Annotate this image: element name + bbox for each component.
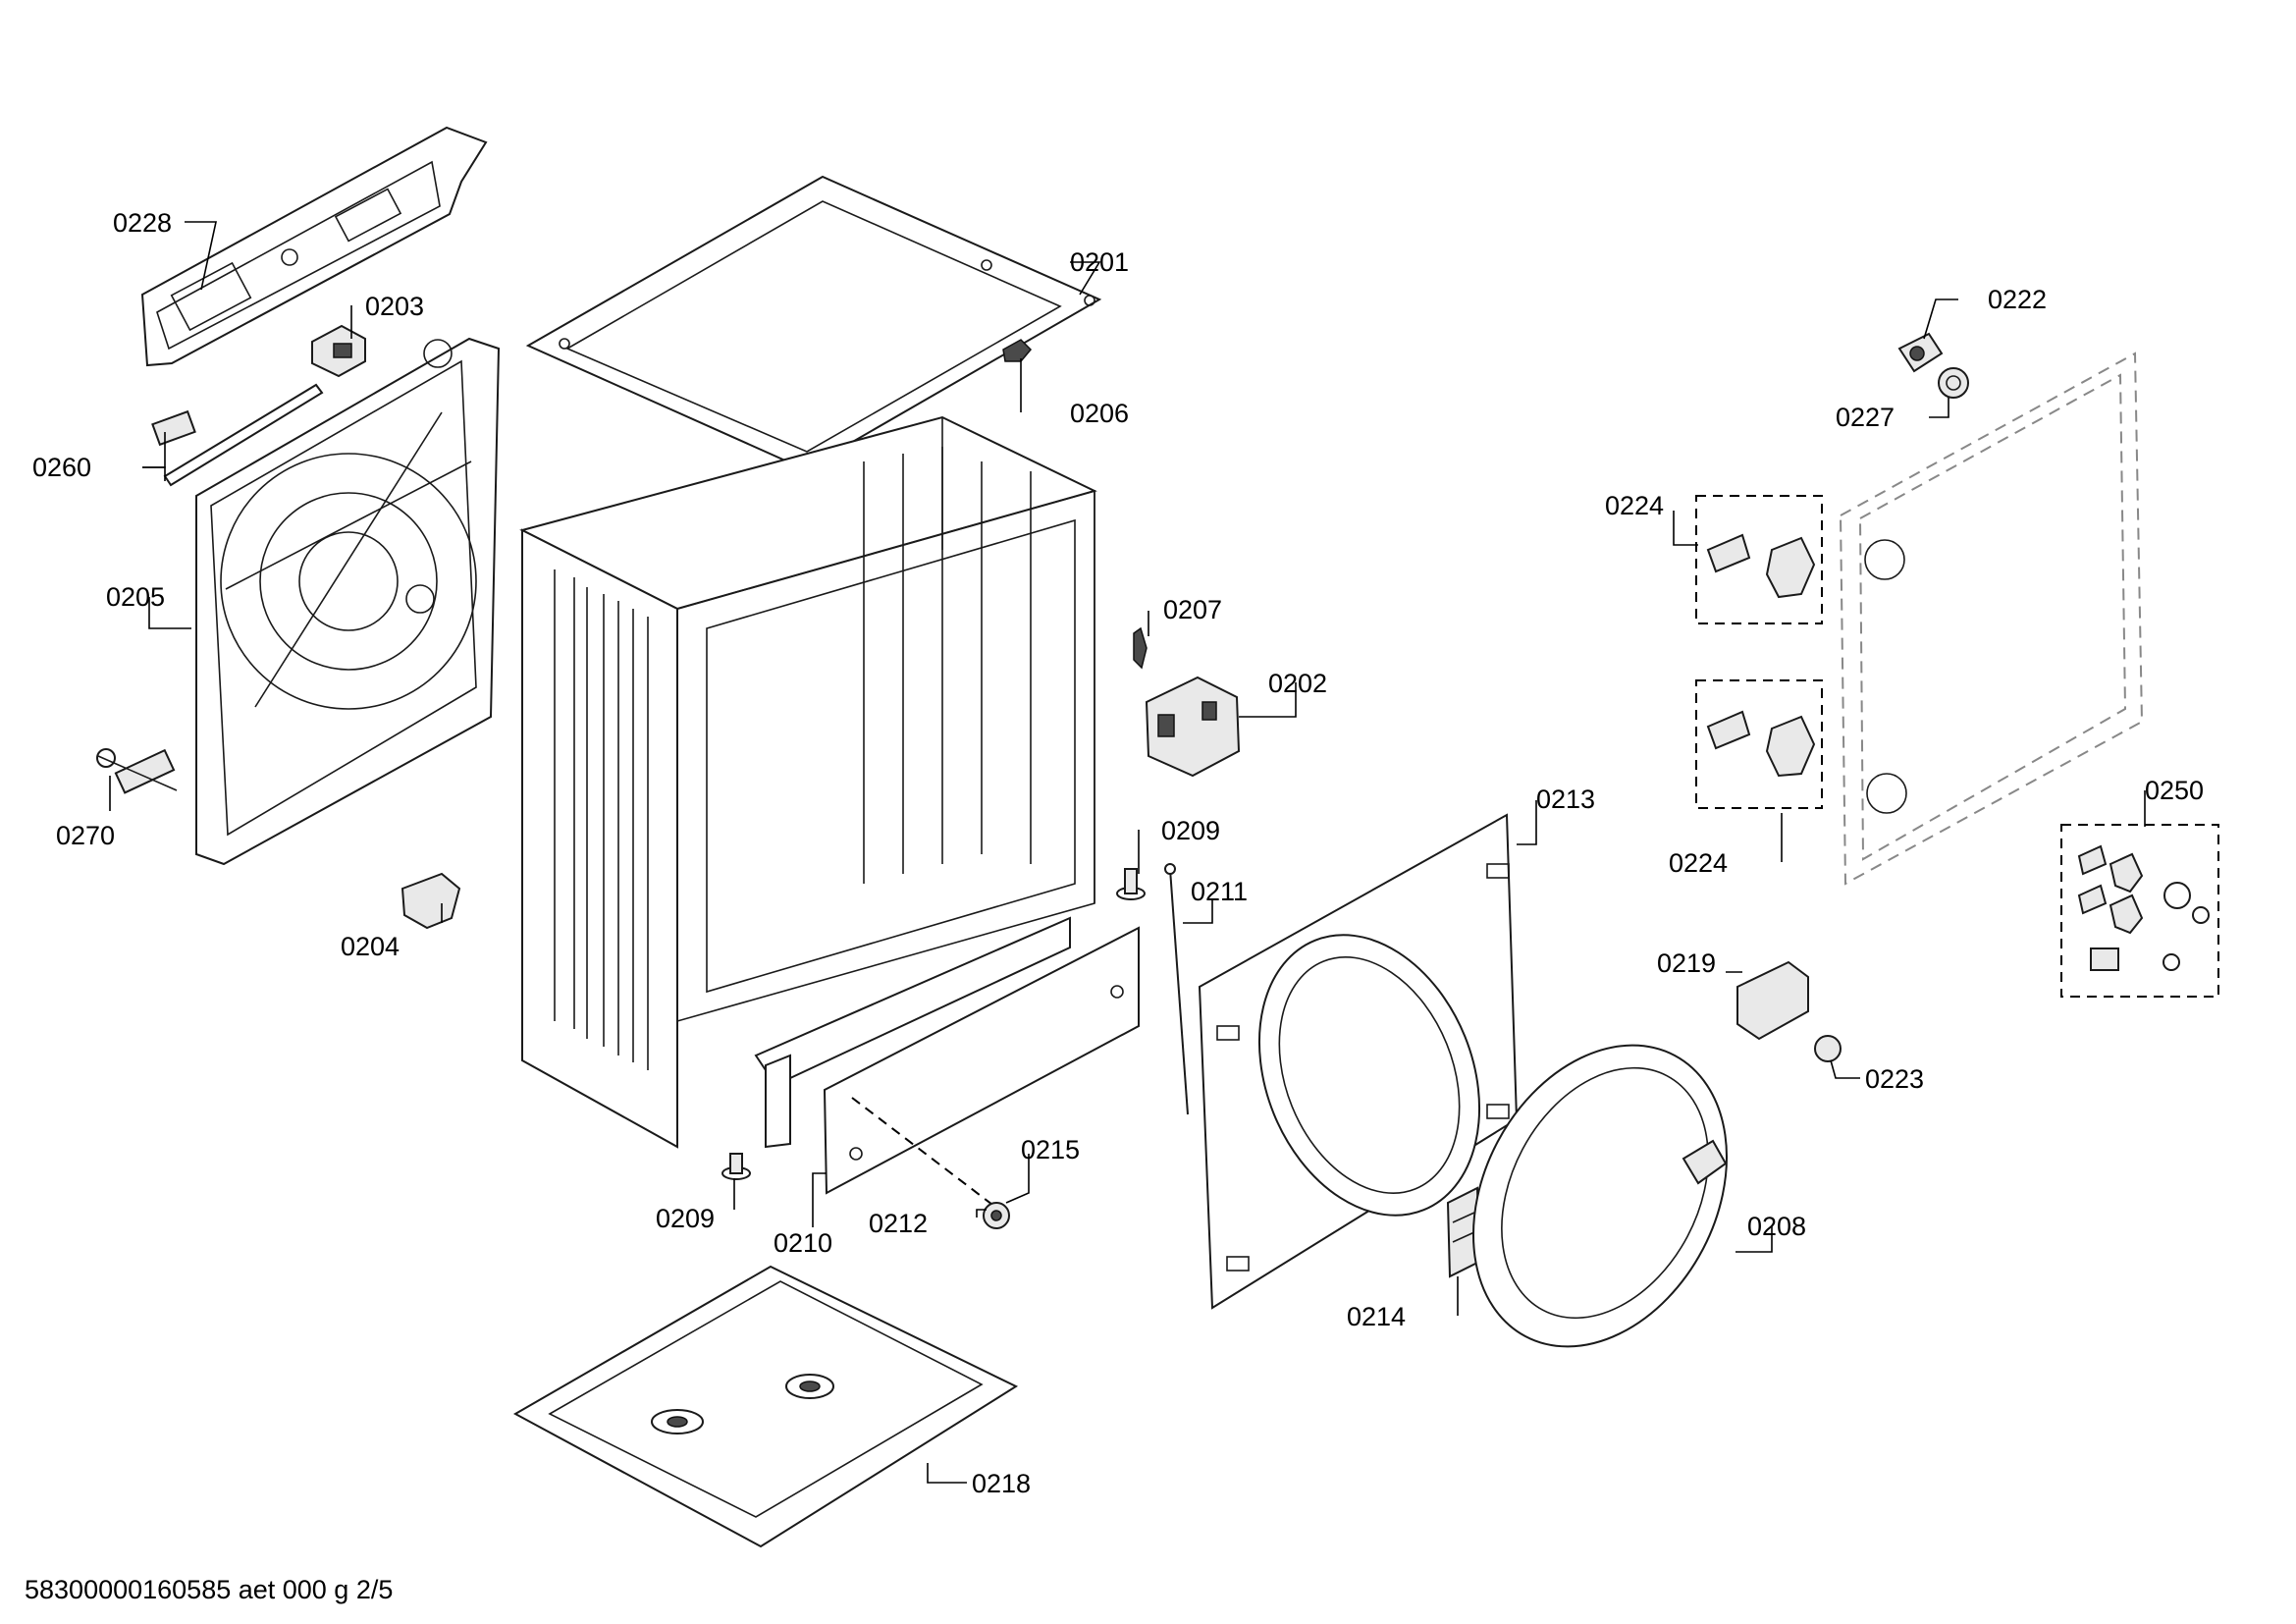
label-0223: 0223: [1865, 1064, 1924, 1094]
label-0270: 0270: [56, 821, 115, 850]
label-0212: 0212: [869, 1209, 928, 1238]
part-0207-hook: [1133, 626, 1148, 670]
part-0208-porthole-door: [1472, 1044, 1728, 1348]
part-0210-kick-panel: [823, 926, 1140, 1195]
part-0211-rod: [1164, 863, 1189, 1115]
label-0250: 0250: [2145, 776, 2204, 805]
part-0228-rear-bracket: [140, 126, 488, 367]
cabinet-frame: [519, 415, 1097, 1149]
label-0207: 0207: [1163, 595, 1222, 624]
label-0205: 0205: [106, 582, 165, 612]
label-0228: 0228: [113, 208, 172, 238]
label-0213: 0213: [1536, 785, 1595, 814]
part-0224-lower-box: [1695, 679, 1823, 809]
label-0214: 0214: [1347, 1302, 1406, 1331]
part-0270-component: [96, 748, 178, 794]
part-labels: 0228 0201 0203 0206 0222 0227 0260 0224 …: [32, 208, 2204, 1498]
label-0218: 0218: [972, 1469, 1031, 1498]
label-0210: 0210: [774, 1228, 832, 1258]
part-0209-foot-upper: [1116, 868, 1146, 900]
document-id: 58300000160585 aet 000 g 2/5: [25, 1575, 393, 1604]
part-0204-clip: [400, 872, 461, 930]
leader-lines: [109, 221, 2146, 1484]
label-0224-upper: 0224: [1605, 491, 1664, 520]
label-0222: 0222: [1988, 285, 2047, 314]
part-0218-base-plate: [512, 1265, 1019, 1548]
label-0202: 0202: [1268, 669, 1327, 698]
part-0209-foot-lower: [721, 1153, 751, 1180]
label-0209-lower: 0209: [656, 1204, 715, 1233]
part-0227-knob: [1938, 367, 1969, 399]
label-0260: 0260: [32, 453, 91, 482]
label-0201: 0201: [1070, 247, 1129, 277]
label-0209-upper: 0209: [1161, 816, 1220, 845]
part-0260-rod: [151, 383, 324, 487]
part-0215-knob: [983, 1202, 1010, 1229]
label-0208: 0208: [1747, 1212, 1806, 1241]
label-0215: 0215: [1021, 1135, 1080, 1164]
part-0206-clip: [1002, 339, 1033, 362]
part-0203-component: [311, 324, 366, 378]
part-0202-door-lock: [1145, 676, 1241, 778]
door-panel-outline: [1839, 352, 2144, 886]
label-0206: 0206: [1070, 399, 1129, 428]
part-0222-switch: [1897, 332, 1944, 373]
label-0224-lower: 0224: [1669, 848, 1728, 878]
label-0211: 0211: [1191, 877, 1248, 906]
label-0203: 0203: [365, 292, 424, 321]
part-0201-top-cover: [525, 175, 1102, 471]
part-0223-knob: [1814, 1035, 1842, 1062]
part-0205-rear-panel: [195, 337, 501, 866]
part-0219-block: [1736, 960, 1809, 1041]
label-0204: 0204: [341, 932, 400, 961]
part-0250-kit-box: [2060, 824, 2219, 998]
label-0219: 0219: [1657, 948, 1716, 978]
part-0224-upper-box: [1695, 495, 1823, 624]
label-0227: 0227: [1836, 403, 1895, 432]
part-0213-front-panel: [1198, 813, 1519, 1310]
